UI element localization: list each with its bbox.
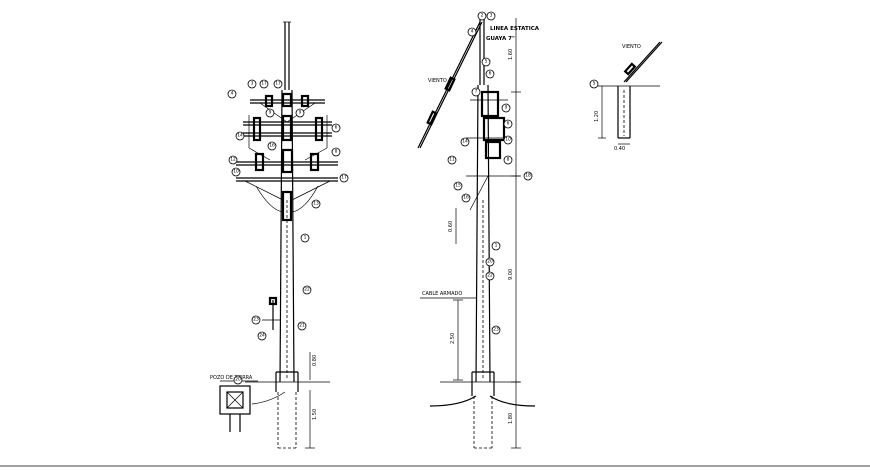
- left-callouts: 4 3 17 17 9 9 6 14 8 12 16 10 17 13 1 22…: [227, 79, 349, 385]
- callout-number: 3: [251, 81, 254, 87]
- callout-number: 18: [525, 173, 531, 179]
- callout-number: 8: [507, 157, 510, 163]
- left-pole-front-view: [219, 21, 338, 449]
- callout-number: 11: [449, 157, 455, 163]
- callout-number: 16: [463, 195, 469, 201]
- callout-number: 24: [259, 333, 265, 339]
- callout-number: 2: [481, 13, 484, 19]
- callout-number: 8: [335, 149, 338, 155]
- callout-number: 6: [335, 125, 338, 131]
- callout-number: 20: [487, 259, 493, 265]
- callout-number: 20: [235, 377, 241, 383]
- callout-number: 5: [485, 59, 488, 65]
- right-anchor-detail: [590, 41, 663, 145]
- callout-number: 14: [237, 133, 243, 139]
- middle-pole-side-view: [417, 18, 536, 449]
- callout-number: 21: [299, 323, 305, 329]
- dim-label: 0.60: [448, 221, 454, 232]
- dim-label: 1.80: [508, 413, 514, 424]
- viento-right-label: VIENTO: [622, 44, 641, 50]
- callout-number: 1: [304, 235, 307, 241]
- callout-number: 23: [253, 317, 259, 323]
- callout-number: 17: [341, 175, 347, 181]
- callout-number: 16: [269, 143, 275, 149]
- linea-estatica-label: LINEA ESTATICA: [490, 26, 540, 32]
- callout-number: 7: [475, 89, 478, 95]
- pozo-tierra-label: POZO DE TIERRA: [210, 375, 253, 381]
- callout-number: 5: [593, 81, 596, 87]
- dim-label: 2.50: [450, 333, 456, 344]
- callout-number: 22: [487, 273, 493, 279]
- dim-label: 1.60: [508, 49, 514, 60]
- right-callouts: 5: [589, 79, 599, 89]
- callout-number: 9: [299, 110, 302, 116]
- viento-label: VIENTO: [428, 78, 447, 84]
- callout-number: 15: [455, 183, 461, 189]
- callout-number: 10: [505, 137, 511, 143]
- callout-number: 1: [495, 243, 498, 249]
- callout-number: 12: [230, 157, 236, 163]
- callout-number: 4: [231, 91, 234, 97]
- dim-label: 0.40: [614, 146, 625, 152]
- callout-number: 9: [269, 110, 272, 116]
- callout-number: 17: [261, 81, 267, 87]
- guaya-label: GUAYA 7": [486, 36, 515, 42]
- callout-number: 23: [493, 327, 499, 333]
- callout-number: 10: [233, 169, 239, 175]
- cable-armado-label: CABLE ARMADO: [422, 291, 462, 297]
- dim-label: 1.50: [312, 409, 318, 420]
- callout-number: 13: [313, 201, 319, 207]
- callout-number: 9: [505, 105, 508, 111]
- callout-number: 22: [304, 287, 310, 293]
- callout-number: 6: [507, 121, 510, 127]
- callout-number: 14: [462, 139, 468, 145]
- callout-number: 6: [489, 71, 492, 77]
- callout-number: 3: [490, 13, 493, 19]
- dim-label: 0.80: [312, 355, 318, 366]
- callout-number: 4: [471, 29, 474, 35]
- callout-number: 17: [275, 81, 281, 87]
- dim-label: 9.00: [508, 269, 514, 280]
- middle-callouts: 2 3 4 5 6 7 9 6 11 8 14 10 15 16 1 20 22…: [447, 11, 533, 335]
- dim-label: 1.20: [594, 111, 600, 122]
